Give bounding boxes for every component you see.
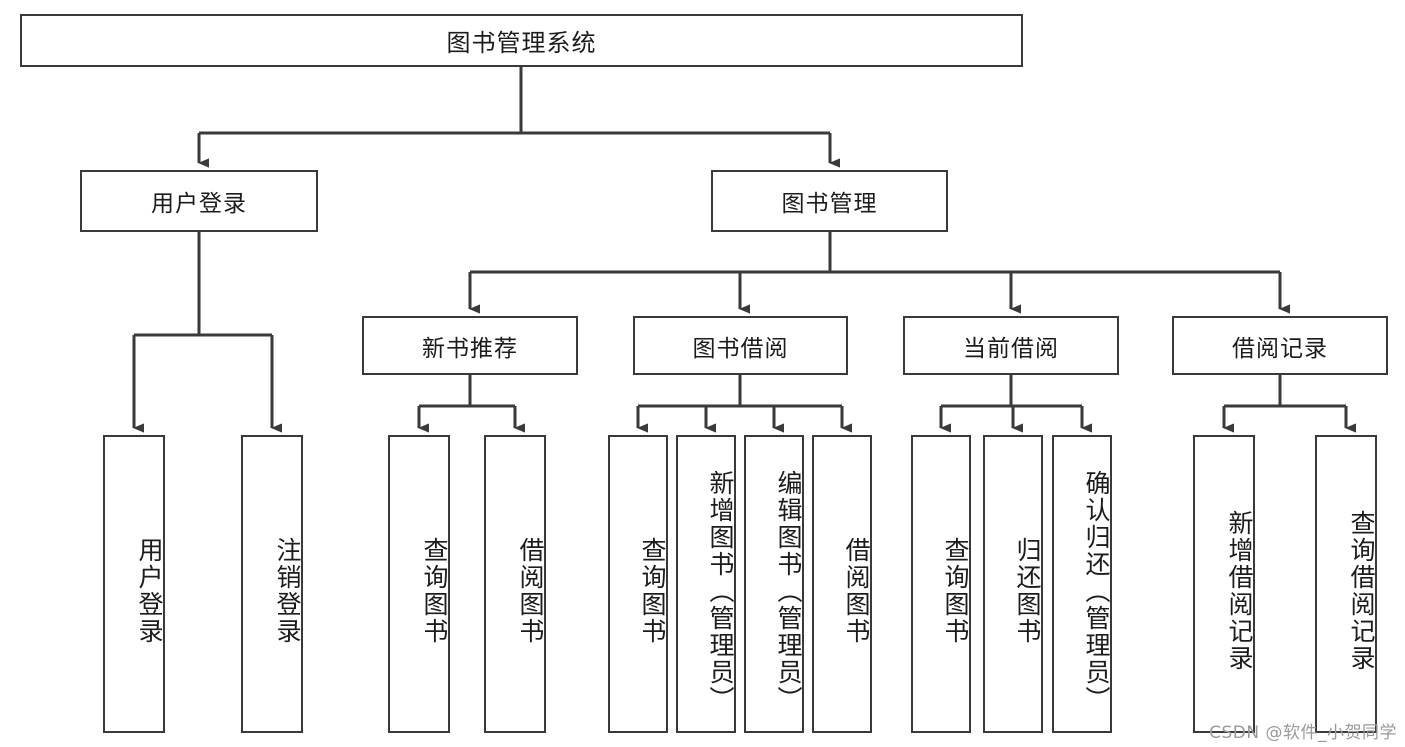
leaf-label: 确认归还（管理员） [1082,469,1111,713]
node-leaf-add-borrow-record[interactable]: 新增借阅记录 [1193,435,1255,733]
leaf-label: 注销登录 [273,537,302,645]
borrow-records-to-leaves-connectors [1222,375,1356,433]
leaf-label: 查询图书 [420,537,449,645]
user-login-to-leaves-connectors [132,232,282,433]
leaf-label: 新增借阅记录 [1225,510,1254,672]
node-leaf-borrow-book[interactable]: 借阅图书 [812,435,872,733]
leaf-label: 查询图书 [638,537,667,645]
new-book-recommend-to-leaves-connectors [417,375,525,433]
node-leaf-logout-login[interactable]: 注销登录 [241,435,303,733]
node-leaf-edit-book[interactable]: 编辑图书（管理员） [744,435,804,733]
current-borrow-to-leaves-connectors [939,375,1092,433]
book-borrow-to-leaves-connectors [636,375,852,433]
node-leaf-borrow-book-recommend[interactable]: 借阅图书 [484,435,546,733]
leaf-label: 借阅图书 [516,537,545,645]
node-leaf-add-book[interactable]: 新增图书（管理员） [676,435,736,733]
leaf-label: 查询图书 [941,537,970,645]
node-root-system[interactable]: 图书管理系统 [20,14,1023,67]
csdn-watermark: CSDN @软件_小贺同学 [1209,723,1397,743]
leaf-label: 归还图书 [1013,537,1042,645]
node-leaf-query-borrow-record[interactable]: 查询借阅记录 [1315,435,1377,733]
leaf-label: 查询借阅记录 [1347,510,1376,672]
node-book-management[interactable]: 图书管理 [711,170,948,232]
node-user-login[interactable]: 用户登录 [80,170,318,232]
leaf-label: 编辑图书（管理员） [774,469,803,713]
leaf-label: 借阅图书 [842,537,871,645]
node-current-borrow[interactable]: 当前借阅 [903,316,1119,375]
node-leaf-query-book-borrow[interactable]: 查询图书 [608,435,668,733]
node-leaf-user-login[interactable]: 用户登录 [103,435,165,733]
leaf-label: 新增图书（管理员） [706,469,735,713]
book-management-to-level3-connectors [468,232,1290,314]
node-borrow-records[interactable]: 借阅记录 [1172,316,1388,375]
node-leaf-query-book-recommend[interactable]: 查询图书 [388,435,450,733]
node-leaf-return-book[interactable]: 归还图书 [983,435,1043,733]
node-book-borrow[interactable]: 图书借阅 [633,316,848,375]
leaf-label: 用户登录 [135,537,164,645]
node-leaf-query-book-current[interactable]: 查询图书 [911,435,971,733]
node-leaf-confirm-return[interactable]: 确认归还（管理员） [1052,435,1112,733]
root-to-level2-connectors [197,67,840,168]
node-new-book-recommend[interactable]: 新书推荐 [362,316,578,375]
